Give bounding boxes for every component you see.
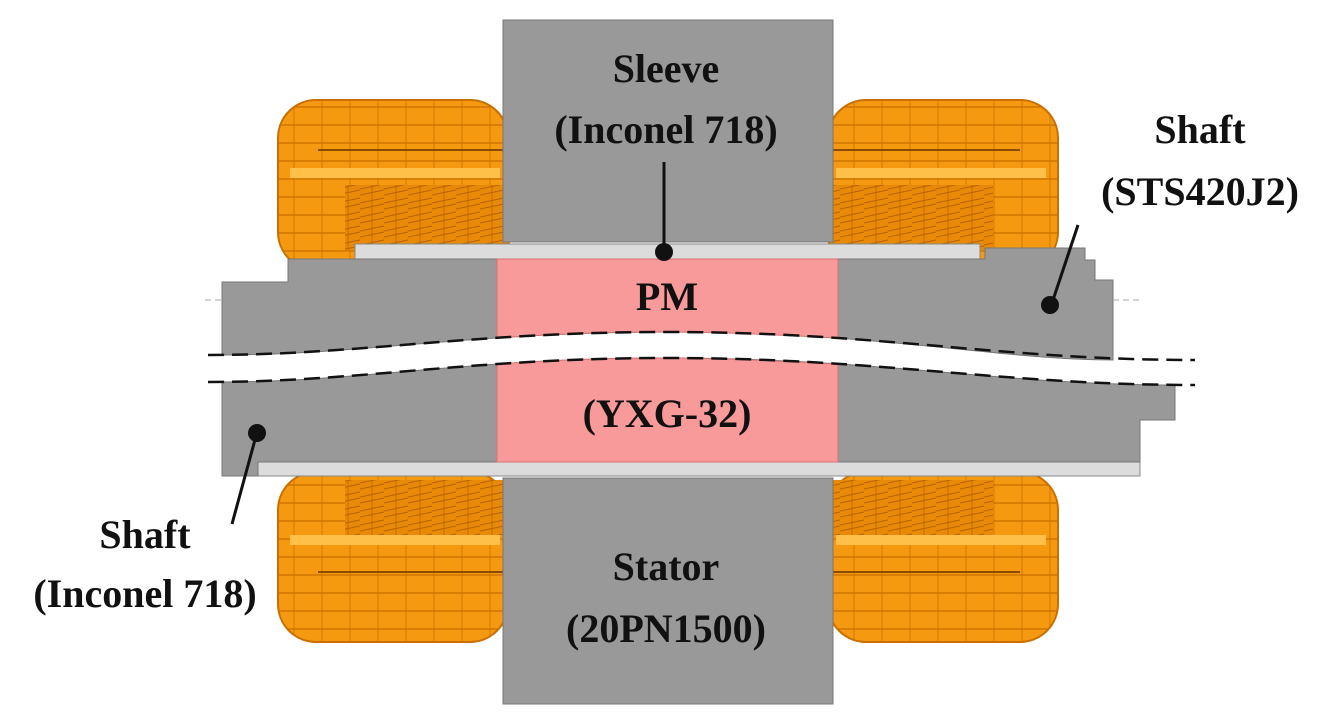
pm-label-material: (YXG-32) bbox=[583, 391, 752, 436]
shaft-right-leader-dot bbox=[1041, 296, 1059, 314]
coil-top-left bbox=[277, 99, 510, 271]
shaft-left-label-name: Shaft bbox=[99, 512, 191, 557]
shaft-right-leader-line bbox=[1050, 224, 1080, 304]
shaft-left-leader-dot bbox=[248, 424, 266, 442]
break-line-upper bbox=[207, 330, 1196, 362]
sleeve-bottom-strip bbox=[257, 461, 1141, 477]
stator-bottom-block bbox=[502, 477, 834, 705]
stator-label-material: (20PN1500) bbox=[566, 606, 766, 651]
shaft-left-leader-line bbox=[230, 435, 258, 525]
shaft-left-label-material: (Inconel 718) bbox=[33, 571, 256, 616]
shaft-right-label-material: (STS420J2) bbox=[1101, 169, 1299, 214]
coil-bottom-left bbox=[277, 471, 510, 643]
sleeve-label-name: Sleeve bbox=[613, 46, 720, 91]
pm-label-name: PM bbox=[636, 274, 698, 319]
coil-top-right bbox=[827, 99, 1059, 271]
break-line-lower bbox=[207, 356, 1196, 387]
stator-label-name: Stator bbox=[613, 544, 720, 589]
stator-top-block bbox=[502, 19, 834, 243]
coil-bottom-right bbox=[827, 471, 1059, 643]
shaft-right-label-name: Shaft bbox=[1154, 107, 1246, 152]
sleeve-leader-dot bbox=[655, 243, 673, 261]
sleeve-label-material: (Inconel 718) bbox=[554, 107, 777, 152]
